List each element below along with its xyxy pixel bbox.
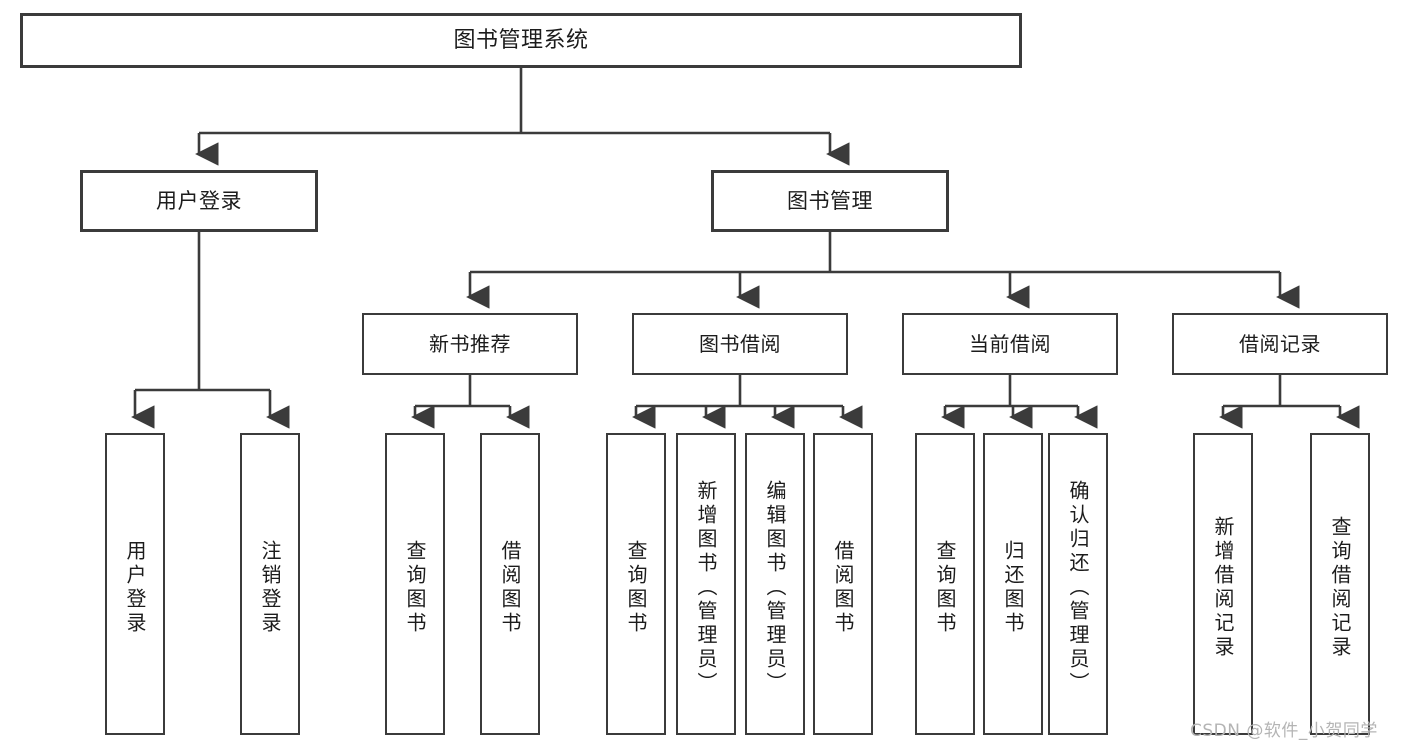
leaf-label: 编辑图书（管理员） bbox=[763, 480, 787, 696]
leaf-label: 查询图书 bbox=[403, 540, 427, 636]
leaf-borrow-add-book-admin[interactable]: 新增图书（管理员） bbox=[676, 433, 736, 735]
leaf-label: 查询图书 bbox=[933, 540, 957, 636]
leaf-label: 借阅图书 bbox=[498, 540, 522, 636]
leaf-record-add-record[interactable]: 新增借阅记录 bbox=[1193, 433, 1253, 735]
leaf-current-query-book[interactable]: 查询图书 bbox=[915, 433, 975, 735]
leaf-user-login-signout[interactable]: 注销登录 bbox=[240, 433, 300, 735]
leaf-label: 借阅图书 bbox=[831, 540, 855, 636]
leaf-borrow-query-book[interactable]: 查询图书 bbox=[606, 433, 666, 735]
leaf-current-return-book[interactable]: 归还图书 bbox=[983, 433, 1043, 735]
node-label: 用户登录 bbox=[156, 188, 242, 213]
leaf-label: 新增借阅记录 bbox=[1211, 516, 1235, 660]
leaf-record-query-record[interactable]: 查询借阅记录 bbox=[1310, 433, 1370, 735]
node-borrow-record[interactable]: 借阅记录 bbox=[1172, 313, 1388, 375]
node-new-book-recommend[interactable]: 新书推荐 bbox=[362, 313, 578, 375]
node-root-system[interactable]: 图书管理系统 bbox=[20, 13, 1022, 68]
leaf-label: 新增图书（管理员） bbox=[694, 480, 718, 696]
node-label: 新书推荐 bbox=[429, 331, 511, 356]
leaf-user-login-signin[interactable]: 用户登录 bbox=[105, 433, 165, 735]
leaf-borrow-edit-book-admin[interactable]: 编辑图书（管理员） bbox=[745, 433, 805, 735]
leaf-recommend-query-book[interactable]: 查询图书 bbox=[385, 433, 445, 735]
leaf-current-confirm-return-admin[interactable]: 确认归还（管理员） bbox=[1048, 433, 1108, 735]
leaf-label: 查询图书 bbox=[624, 540, 648, 636]
node-book-borrow[interactable]: 图书借阅 bbox=[632, 313, 848, 375]
leaf-label: 查询借阅记录 bbox=[1328, 516, 1352, 660]
leaf-borrow-borrow-book[interactable]: 借阅图书 bbox=[813, 433, 873, 735]
leaf-recommend-borrow-book[interactable]: 借阅图书 bbox=[480, 433, 540, 735]
leaf-label: 确认归还（管理员） bbox=[1066, 480, 1090, 696]
csdn-watermark: CSDN @软件_小贺同学 bbox=[1190, 721, 1378, 741]
node-book-management[interactable]: 图书管理 bbox=[711, 170, 949, 232]
leaf-label: 用户登录 bbox=[123, 540, 147, 636]
node-user-login[interactable]: 用户登录 bbox=[80, 170, 318, 232]
node-label: 借阅记录 bbox=[1239, 331, 1321, 356]
node-label: 图书管理系统 bbox=[453, 27, 589, 53]
node-label: 图书借阅 bbox=[699, 331, 781, 356]
leaf-label: 归还图书 bbox=[1001, 540, 1025, 636]
leaf-label: 注销登录 bbox=[258, 540, 282, 636]
node-label: 当前借阅 bbox=[969, 331, 1051, 356]
node-current-borrow[interactable]: 当前借阅 bbox=[902, 313, 1118, 375]
node-label: 图书管理 bbox=[787, 188, 873, 213]
